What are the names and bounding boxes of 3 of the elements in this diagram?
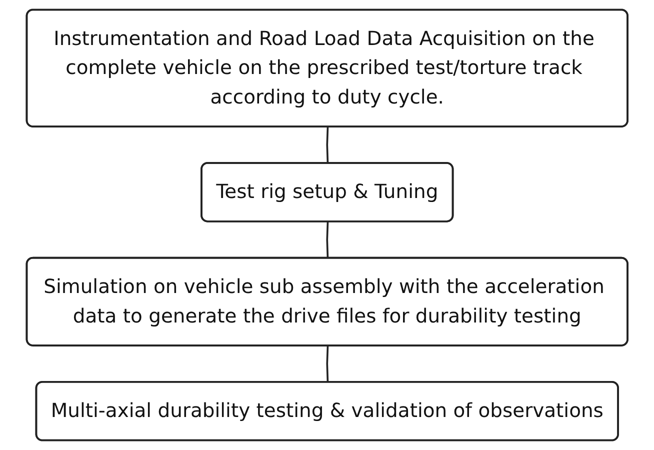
connector bbox=[326, 222, 329, 258]
connector bbox=[326, 127, 329, 164]
connector bbox=[326, 346, 329, 383]
